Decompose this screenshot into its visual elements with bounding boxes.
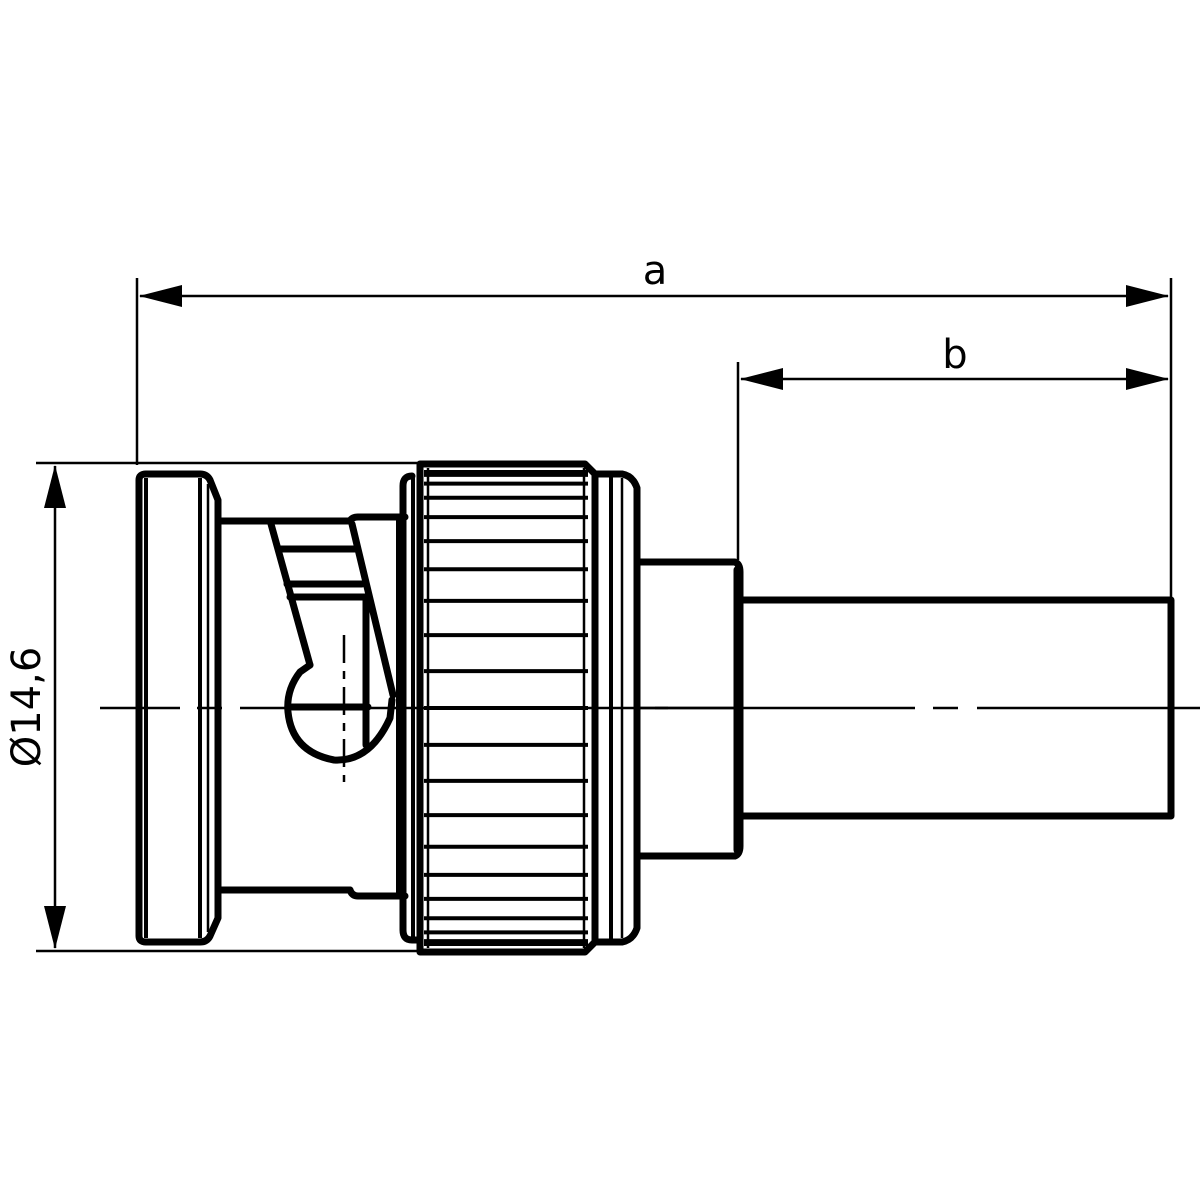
dimension-label-a: a: [643, 248, 668, 294]
dimension-label-diameter: Ø14,6: [4, 647, 50, 768]
dimension-diameter: Ø14,6: [4, 461, 420, 953]
arrow-down-icon: [44, 906, 66, 949]
bayonet-body: [216, 513, 409, 900]
dimension-a: a: [135, 248, 1173, 600]
dimension-b: b: [736, 332, 1169, 560]
dimension-label-b: b: [942, 332, 967, 378]
arrow-left-icon: [740, 368, 783, 390]
arrow-up-icon: [44, 465, 66, 508]
arrow-right-icon: [1126, 285, 1169, 307]
bayonet-slot: [267, 520, 397, 782]
arrow-left-icon: [139, 285, 182, 307]
arrow-right-icon: [1126, 368, 1169, 390]
